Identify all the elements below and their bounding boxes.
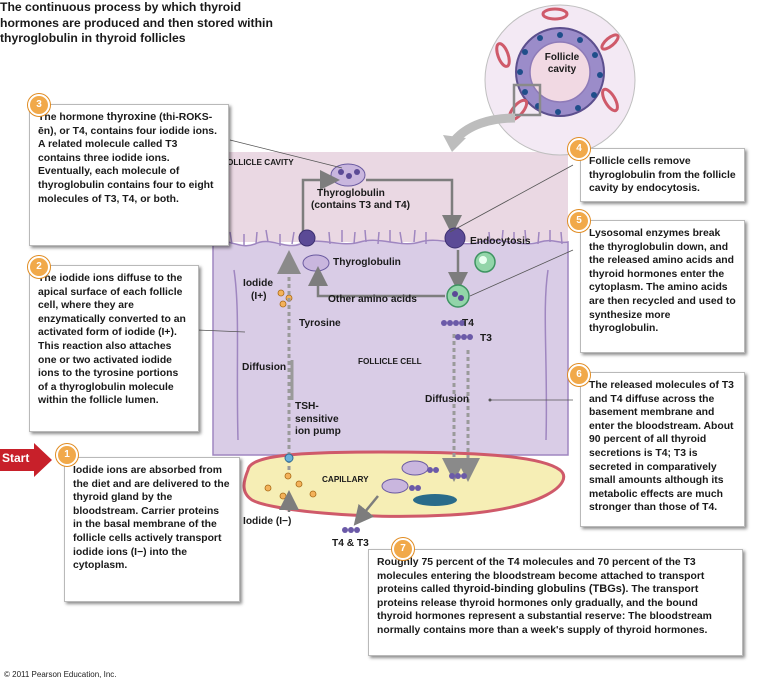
inset-follicle-cavity-label: Follicle cavity bbox=[544, 52, 580, 75]
step-6-text: The released molecules of T3 and T4 diff… bbox=[589, 380, 734, 514]
step-1-badge: 1 bbox=[56, 444, 78, 466]
thyroglobulin-contains-label: (contains T3 and T4) bbox=[311, 200, 411, 211]
other-amino-acids-label: Other amino acids bbox=[328, 294, 417, 305]
t3-label: T3 bbox=[480, 333, 492, 344]
thyroglobulin-mid-label: Thyroglobulin bbox=[333, 257, 401, 268]
follicle-cavity-region bbox=[213, 152, 568, 242]
start-label: Start bbox=[2, 451, 30, 465]
copyright-notice: © 2011 Pearson Education, Inc. bbox=[4, 670, 117, 679]
step-7-box: Roughly 75 percent of the T4 molecules a… bbox=[368, 549, 743, 656]
step-7-bold-term: thyroid-binding globulins (TBGs) bbox=[453, 583, 626, 596]
step-3-badge: 3 bbox=[28, 94, 50, 116]
ion-pump bbox=[284, 453, 294, 463]
microvilli bbox=[218, 229, 563, 246]
step-4-badge: 4 bbox=[568, 138, 590, 160]
step-7-text-pre: Roughly 75 percent of the T4 molecules a… bbox=[377, 557, 705, 596]
step-1-box: Iodide ions are absorbed from the diet a… bbox=[64, 457, 240, 602]
step-5-text: Lysosomal enzymes break the thyroglobuli… bbox=[589, 228, 736, 335]
follicle-cavity-label: FOLLICLE CAVITY bbox=[222, 158, 294, 167]
step-5-badge: 5 bbox=[568, 210, 590, 232]
step-3-bold-term: thyroxine bbox=[106, 111, 157, 123]
t4-t3-bottom-label: T4 & T3 bbox=[332, 538, 369, 549]
step-7-badge: 7 bbox=[392, 538, 414, 560]
iodide-bottom-label: Iodide (I−) bbox=[243, 516, 292, 527]
diffusion-right-label: Diffusion bbox=[425, 394, 470, 405]
thyroglobulin-top-molecule bbox=[330, 163, 366, 187]
t4-label: T4 bbox=[462, 318, 474, 329]
step-4-box: Follicle cells remove thyroglobulin from… bbox=[580, 148, 745, 202]
tyrosine-label: Tyrosine bbox=[299, 318, 341, 329]
step-3-box: The hormone thyroxine (thi-ROKS-ēn), or … bbox=[29, 104, 229, 246]
follicle-cell-region bbox=[212, 239, 569, 456]
iodide-active-label: Iodide bbox=[243, 278, 273, 289]
step-4-text: Follicle cells remove thyroglobulin from… bbox=[589, 156, 736, 195]
step-1-text: Iodide ions are absorbed from the diet a… bbox=[73, 465, 230, 572]
capillary-nucleus bbox=[413, 494, 457, 506]
step-5-box: Lysosomal enzymes break the thyroglobuli… bbox=[580, 220, 745, 353]
step-3-text-post: (thi-ROKS-ēn), or T4, contains four iodi… bbox=[38, 112, 217, 205]
endocytosis-label: Endocytosis bbox=[470, 236, 531, 247]
step-3-text-pre: The hormone bbox=[38, 112, 107, 123]
start-arrow bbox=[0, 443, 52, 477]
figure-title: The continuous process by which thyroid … bbox=[0, 0, 273, 45]
iodide-active-symbol: (I+) bbox=[251, 291, 267, 302]
capillary-label: CAPILLARY bbox=[322, 475, 369, 484]
step-2-badge: 2 bbox=[28, 256, 50, 278]
tsh-pump-label: TSH-sensitive ion pump bbox=[295, 401, 341, 437]
thyroglobulin-top-label: Thyroglobulin bbox=[317, 188, 385, 199]
step-6-box: The released molecules of T3 and T4 diff… bbox=[580, 372, 745, 527]
diffusion-left-label: Diffusion bbox=[242, 362, 287, 373]
thyroglobulin-mid-molecule bbox=[302, 254, 330, 272]
step-6-badge: 6 bbox=[568, 364, 590, 386]
follicle-cell-label: FOLLICLE CELL bbox=[358, 357, 422, 366]
step-2-box: The iodide ions diffuse to the apical su… bbox=[29, 265, 199, 432]
follicle-inset bbox=[484, 4, 636, 156]
step-2-text: The iodide ions diffuse to the apical su… bbox=[38, 273, 186, 407]
step-7-text-post: . The transport proteins release thyroid… bbox=[377, 584, 712, 636]
